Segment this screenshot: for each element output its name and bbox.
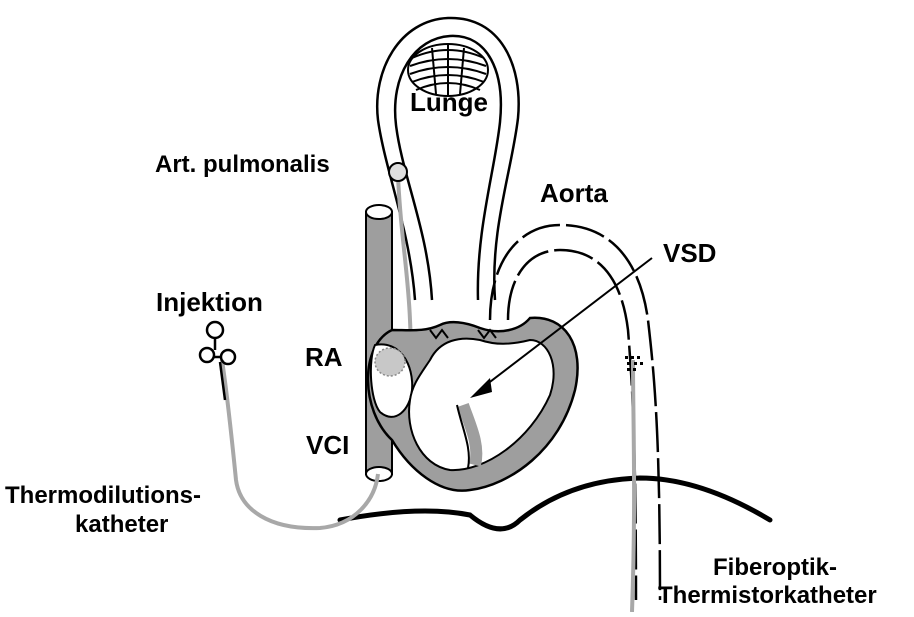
injektion-label: Injektion <box>156 289 263 315</box>
balloon-tip <box>389 163 407 181</box>
thermistor-tip <box>625 356 643 371</box>
vsd-label: VSD <box>663 240 716 266</box>
art-pulmonalis-label: Art. pulmonalis <box>155 153 330 177</box>
thermodilution-label-line2: katheter <box>75 513 168 537</box>
heart <box>368 318 578 491</box>
injection-syringe <box>200 322 235 400</box>
thermodilution-label-line1: Thermodilutions- <box>5 484 201 508</box>
body-contour <box>340 478 770 529</box>
vci-label: VCI <box>306 432 349 458</box>
fiberoptic-label-line2: Thermistorkatheter <box>658 584 877 608</box>
fiberoptic-label-line1: Fiberoptik- <box>713 556 837 580</box>
aorta-label: Aorta <box>540 180 608 206</box>
lunge-label: Lunge <box>410 89 488 115</box>
thermodilution-catheter <box>222 360 378 528</box>
fiberoptic-catheter <box>632 360 634 612</box>
ra-label: RA <box>305 344 343 370</box>
